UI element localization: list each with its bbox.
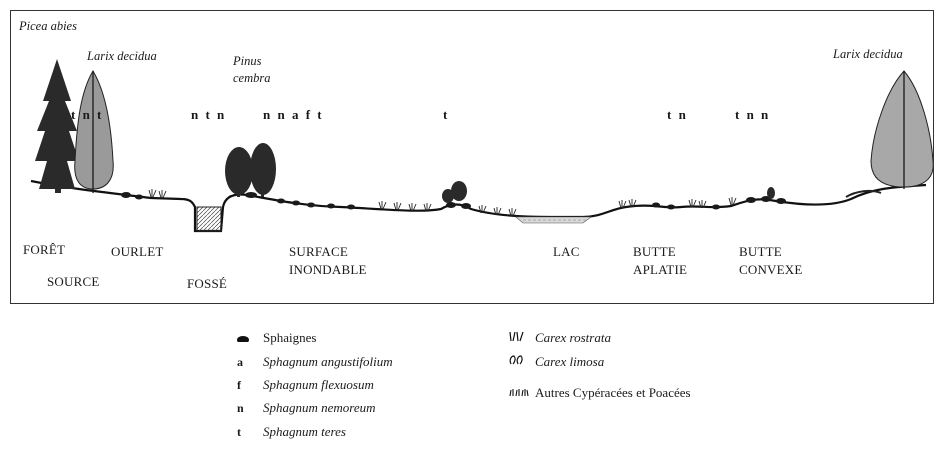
profile-diagram: Picea abies Larix decidua Pinus cembra L… [10, 10, 934, 304]
legend-symbol: f [237, 377, 263, 393]
zone-fosse: FOSSÉ [187, 276, 227, 291]
larix-tree-left-icon [75, 71, 114, 193]
zone-source: SOURCE [47, 274, 100, 289]
pinus-cembra-icon [225, 143, 276, 197]
carex-limosa-icon [509, 354, 535, 370]
zone-butte-aplatie-2: APLATIE [633, 262, 687, 277]
legend-carex-rostrata: Carex rostrata [509, 330, 611, 346]
codes-surface: n n a f t [263, 107, 324, 123]
picea-tree-icon [35, 59, 79, 193]
legend-label: Sphagnum flexuosum [263, 377, 374, 392]
larix-tree-right-icon [846, 71, 933, 197]
carex-rostrata-icon [509, 330, 535, 346]
label-larix-left: Larix decidua [87, 49, 157, 63]
zone-butte-convexe-1: BUTTE [739, 244, 782, 259]
grass-tuft-icon [509, 385, 535, 401]
label-pinus: Pinus [233, 54, 261, 68]
zone-butte-convexe-2: CONVEXE [739, 262, 803, 277]
legend-carex-rostrata-label: Carex rostrata [535, 330, 611, 345]
label-picea-abies: Picea abies [19, 19, 77, 33]
legend-label: Sphagnum nemoreum [263, 400, 376, 415]
codes-butte-aplatie: t n [667, 107, 688, 123]
zone-inondable: INONDABLE [289, 262, 367, 277]
codes-center: t [443, 107, 449, 123]
zone-lac: LAC [553, 244, 580, 259]
legend-label: Sphagnum teres [263, 424, 346, 439]
legend-label: Sphagnum angustifolium [263, 354, 393, 369]
zone-foret: FORÊT [23, 242, 65, 257]
legend-carex-limosa: Carex limosa [509, 354, 604, 370]
codes-foret: t n t [71, 107, 103, 123]
legend-symbol: a [237, 354, 263, 370]
ground-line [31, 181, 926, 231]
zone-ourlet: OURLET [111, 244, 163, 259]
legend-symbol: t [237, 424, 263, 440]
label-larix-right: Larix decidua [833, 47, 903, 61]
legend-autres-label: Autres Cypéracées et Poacées [535, 385, 691, 400]
codes-butte-convexe: t n n [735, 107, 770, 123]
legend-carex-limosa-label: Carex limosa [535, 354, 604, 369]
legend-sphaignes: Sphaignes [237, 330, 316, 346]
sphagnum-mound-icon [237, 330, 263, 346]
zone-surface: SURFACE [289, 244, 348, 259]
label-cembra: cembra [233, 71, 271, 85]
legend-symbol: n [237, 400, 263, 416]
zone-butte-aplatie-1: BUTTE [633, 244, 676, 259]
legend-sphaignes-label: Sphaignes [263, 330, 316, 345]
legend-autres: Autres Cypéracées et Poacées [509, 385, 691, 401]
small-tree-icon [442, 181, 775, 203]
codes-fosse: n t n [191, 107, 226, 123]
ditch-water [197, 207, 221, 231]
